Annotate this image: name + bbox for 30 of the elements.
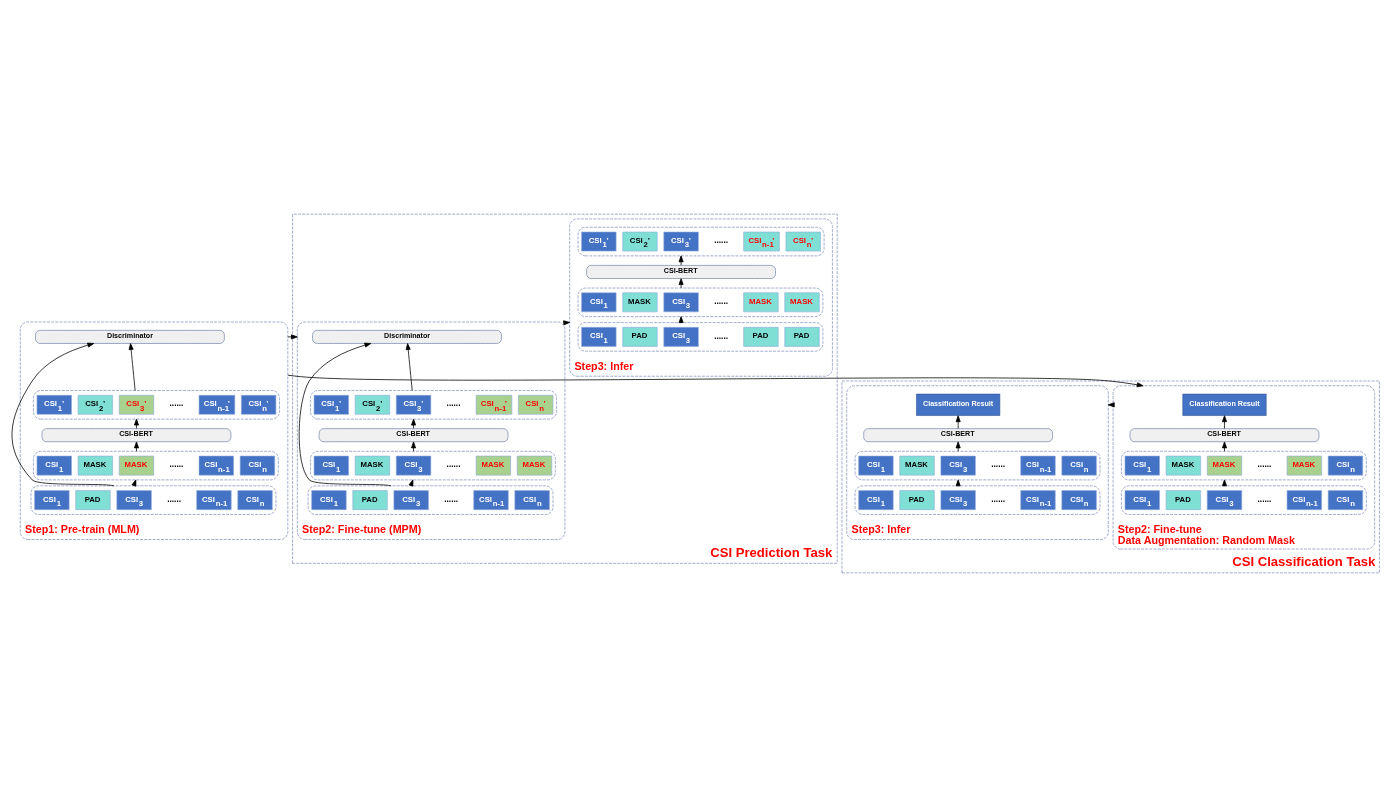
arrow — [1222, 415, 1227, 429]
label: ...... — [444, 493, 459, 504]
label: ...... — [167, 493, 182, 504]
label: ...... — [991, 493, 1006, 504]
arrow — [287, 374, 1144, 388]
cluster — [854, 485, 1101, 515]
label: ...... — [714, 295, 729, 306]
cluster — [577, 226, 825, 257]
arrow — [405, 343, 413, 391]
arrow — [678, 278, 684, 289]
label: ...... — [1257, 459, 1272, 470]
label: ...... — [169, 398, 184, 409]
label: ...... — [446, 459, 461, 470]
label: ...... — [169, 459, 184, 470]
label: ...... — [991, 459, 1006, 470]
label: ...... — [1257, 493, 1272, 504]
label: ...... — [714, 330, 729, 341]
cluster — [30, 485, 277, 515]
label: ...... — [714, 235, 729, 246]
label: ...... — [446, 398, 461, 409]
arrow — [298, 342, 392, 487]
arrow — [128, 343, 136, 391]
arrow — [287, 334, 298, 340]
arrow — [11, 342, 115, 487]
arrow — [678, 255, 684, 266]
cluster — [854, 451, 1101, 481]
arrow — [955, 415, 961, 429]
cluster — [577, 322, 824, 352]
cluster — [307, 485, 554, 515]
cluster — [577, 287, 824, 317]
